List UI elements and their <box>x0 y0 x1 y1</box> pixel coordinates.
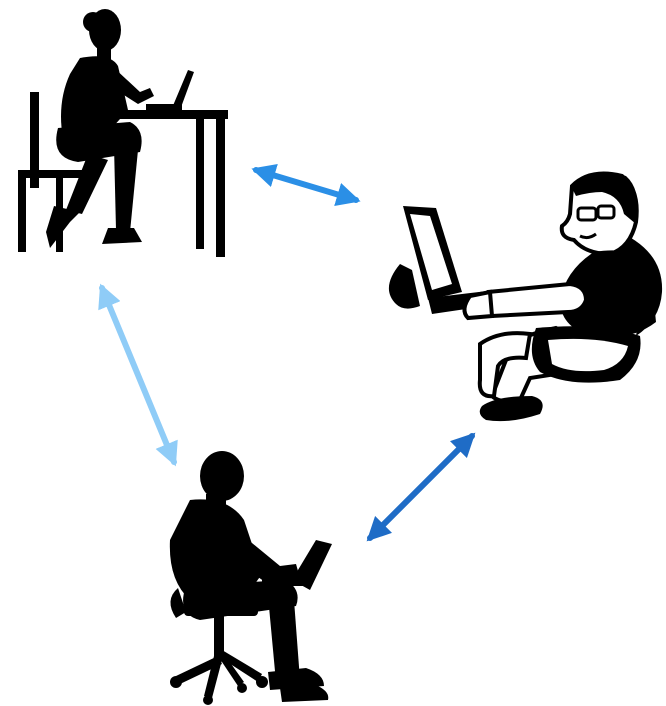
connection-arrow-man-at-computer-to-man-with-laptop <box>370 436 472 538</box>
connection-arrow-woman-to-man-with-laptop <box>102 288 174 462</box>
woman-at-laptop-desk-icon <box>18 9 228 257</box>
cartoon-man-at-computer-icon <box>389 173 662 421</box>
connection-arrow-woman-to-man-at-computer <box>256 170 356 200</box>
man-laptop-office-chair-icon <box>170 451 332 705</box>
